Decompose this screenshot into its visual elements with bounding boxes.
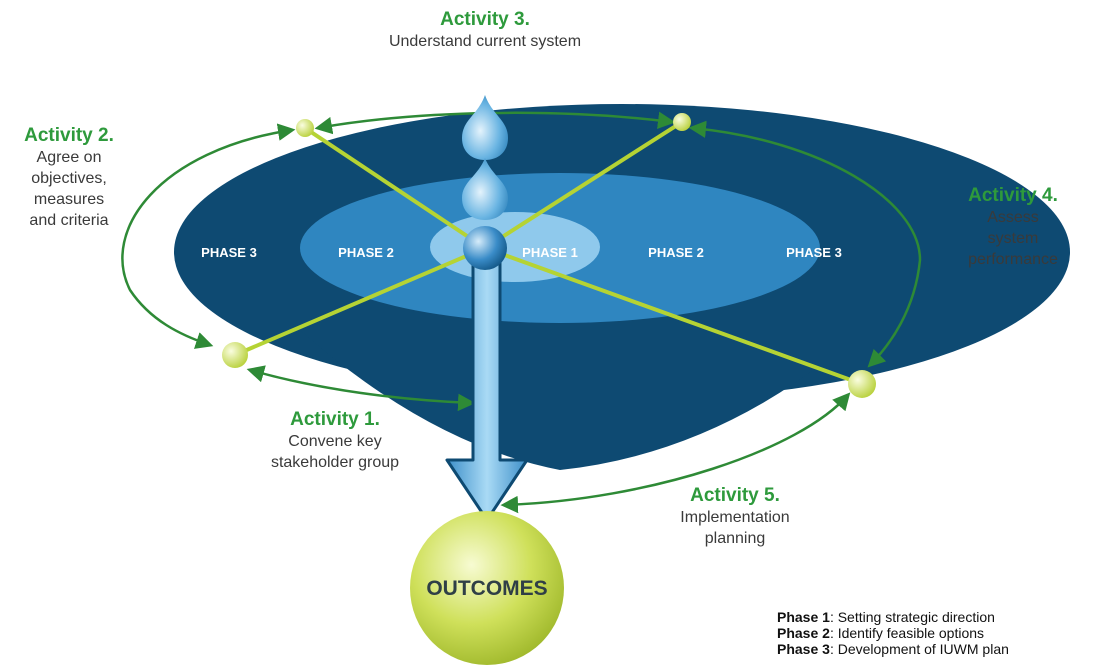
- activity-3-description: Understand current system: [388, 33, 582, 50]
- phase-label-right-middle: PHASE 2: [648, 245, 704, 260]
- connector-activity4: [483, 120, 684, 250]
- legend-term: Phase 2: [777, 625, 830, 641]
- node-activity4: [673, 113, 691, 131]
- activity-4-label: Activity 4. Assess system performance: [938, 184, 1088, 270]
- activity-1-title: Activity 1.: [290, 409, 380, 430]
- phase-label-left-outer: PHASE 3: [201, 245, 257, 260]
- cycle-arrow-left: [121, 123, 296, 349]
- cycle-arrow-bottom-left: [246, 365, 476, 412]
- activity-3-label: Activity 3. Understand current system: [385, 8, 585, 52]
- activity-3-title: Activity 3.: [440, 9, 530, 30]
- connector-activity1: [234, 246, 486, 357]
- activity-4-title: Activity 4.: [968, 185, 1058, 206]
- water-drop-middle: [462, 158, 508, 220]
- activity-1-label: Activity 1. Convene key stakeholder grou…: [250, 408, 420, 473]
- activity-1-description: Convene key stakeholder group: [270, 433, 400, 471]
- activity-5-label: Activity 5. Implementation planning: [650, 484, 820, 549]
- legend-text: : Setting strategic direction: [829, 609, 995, 625]
- outcomes-sphere: [410, 511, 564, 665]
- node-activity5: [848, 370, 876, 398]
- activity-2-title: Activity 2.: [24, 125, 114, 146]
- legend-term: Phase 1: [777, 609, 830, 625]
- activity-2-label: Activity 2. Agree on objectives, measure…: [4, 124, 134, 231]
- activity-4-description: Assess system performance: [968, 209, 1058, 268]
- legend-row: Phase 3: Development of IUWM plan: [777, 641, 1009, 657]
- legend-row: Phase 1: Setting strategic direction: [777, 609, 1009, 625]
- cycle-arrow-right: [688, 120, 922, 368]
- phase-legend: Phase 1: Setting strategic direction Pha…: [777, 609, 1009, 657]
- activity-2-description: Agree on objectives, measures and criter…: [29, 149, 109, 229]
- legend-term: Phase 3: [777, 641, 830, 657]
- phase-label-center: PHASE 1: [522, 245, 578, 260]
- node-activity2: [296, 119, 314, 137]
- legend-text: : Development of IUWM plan: [829, 641, 1009, 657]
- legend-text: : Identify feasible options: [829, 625, 985, 641]
- outcomes-arrow: [445, 260, 529, 522]
- activity-5-title: Activity 5.: [690, 485, 780, 506]
- connector-activity5: [484, 246, 863, 386]
- legend-row: Phase 2: Identify feasible options: [777, 625, 1009, 641]
- cycle-arrow-bottom-right: [500, 392, 851, 514]
- connector-activity2: [303, 126, 487, 250]
- phase-label-left-middle: PHASE 2: [338, 245, 394, 260]
- activity-5-description: Implementation planning: [680, 509, 790, 547]
- center-ball: [463, 226, 507, 270]
- water-drop-top: [462, 95, 508, 160]
- phase-label-right-outer: PHASE 3: [786, 245, 842, 260]
- outcomes-label: OUTCOMES: [426, 577, 547, 600]
- node-activity1: [222, 342, 248, 368]
